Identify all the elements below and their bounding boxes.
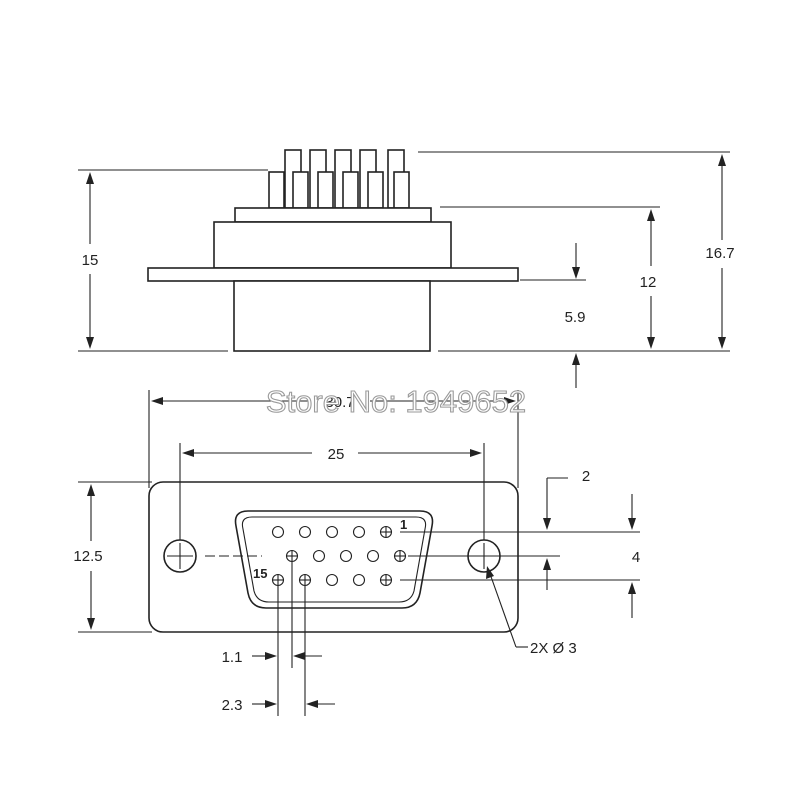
mounting-flange (147, 267, 519, 282)
side-view: 15 16.7 12 5.9 (78, 149, 735, 388)
pin-label-last: 15 (253, 566, 267, 581)
dim-pin-pitch-small: 1.1 (222, 649, 243, 666)
dim-hole-diameter: 2X Ø 3 (530, 640, 577, 657)
store-watermark: Store No: 1949652 (266, 384, 526, 419)
pin-row-1 (271, 525, 393, 539)
insulator-top (234, 207, 432, 223)
dim-pin-pitch-large: 2.3 (222, 697, 243, 714)
dim-hole-spacing: 25 (328, 446, 345, 463)
front-view: 1 15 30.7 25 12.5 (73, 390, 640, 716)
dim-total-height: 15 (82, 252, 99, 269)
dsub-shell-outer (234, 510, 434, 609)
dim-flange-width: 30.7 (325, 394, 354, 411)
dim-rows-span: 4 (632, 549, 640, 566)
pin-row-2 (285, 549, 407, 563)
dim-body-height: 12 (640, 274, 657, 291)
dim-row-offset: 2 (582, 468, 590, 485)
dim-overall-height: 16.7 (705, 245, 734, 262)
mounting-hole-left (163, 539, 197, 573)
connector-shell (233, 280, 431, 352)
connector-body-upper (213, 221, 452, 269)
front-flange (148, 481, 519, 633)
dim-flange-height: 12.5 (73, 548, 102, 565)
dsub-shell-inner (241, 516, 427, 603)
dim-flange-offset: 5.9 (565, 309, 586, 326)
pin-label-first: 1 (400, 517, 407, 532)
pin-row-3 (271, 573, 393, 587)
pins-front-row (268, 171, 410, 209)
